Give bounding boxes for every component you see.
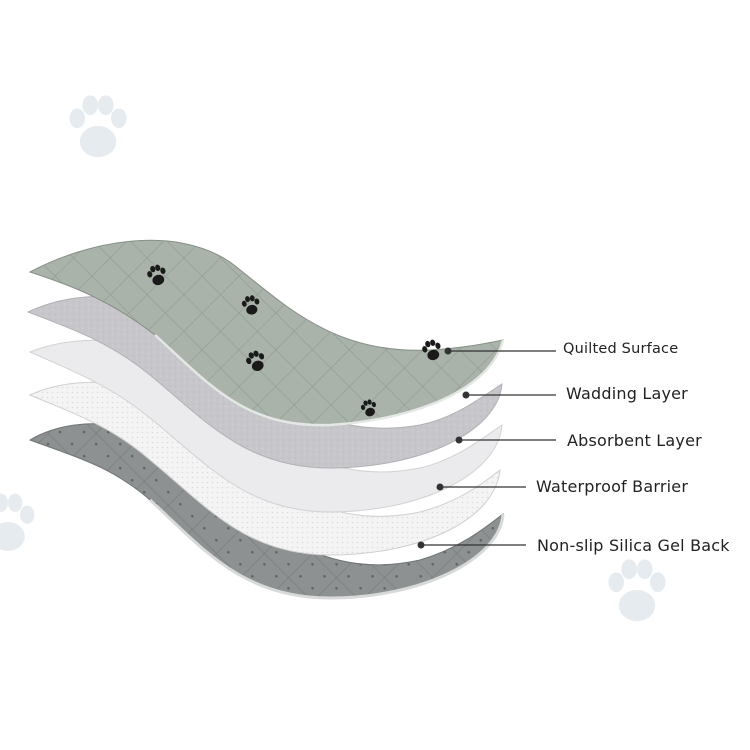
quilted-surface-edge — [154, 334, 505, 427]
callout-line-wadding-layer — [462, 391, 556, 399]
background-paw-icon-bottom-right — [608, 559, 666, 622]
callout-line-quilted-surface — [444, 347, 556, 355]
label-waterproof-barrier: Waterproof Barrier — [536, 477, 689, 496]
background-paw-icon-left — [0, 493, 35, 551]
label-wadding-layer: Wadding Layer — [566, 384, 688, 403]
silica-gel-back-edge — [148, 498, 505, 600]
callout-line-waterproof-barrier — [436, 483, 526, 491]
label-absorbent-layer: Absorbent Layer — [567, 431, 702, 450]
background-paw-icon-top-left — [69, 95, 127, 158]
label-silica-gel-back: Non-slip Silica Gel Back — [537, 536, 730, 555]
callout-line-absorbent-layer — [455, 436, 556, 444]
callout-line-silica-gel-back — [417, 541, 526, 549]
label-quilted-surface: Quilted Surface — [563, 341, 679, 357]
